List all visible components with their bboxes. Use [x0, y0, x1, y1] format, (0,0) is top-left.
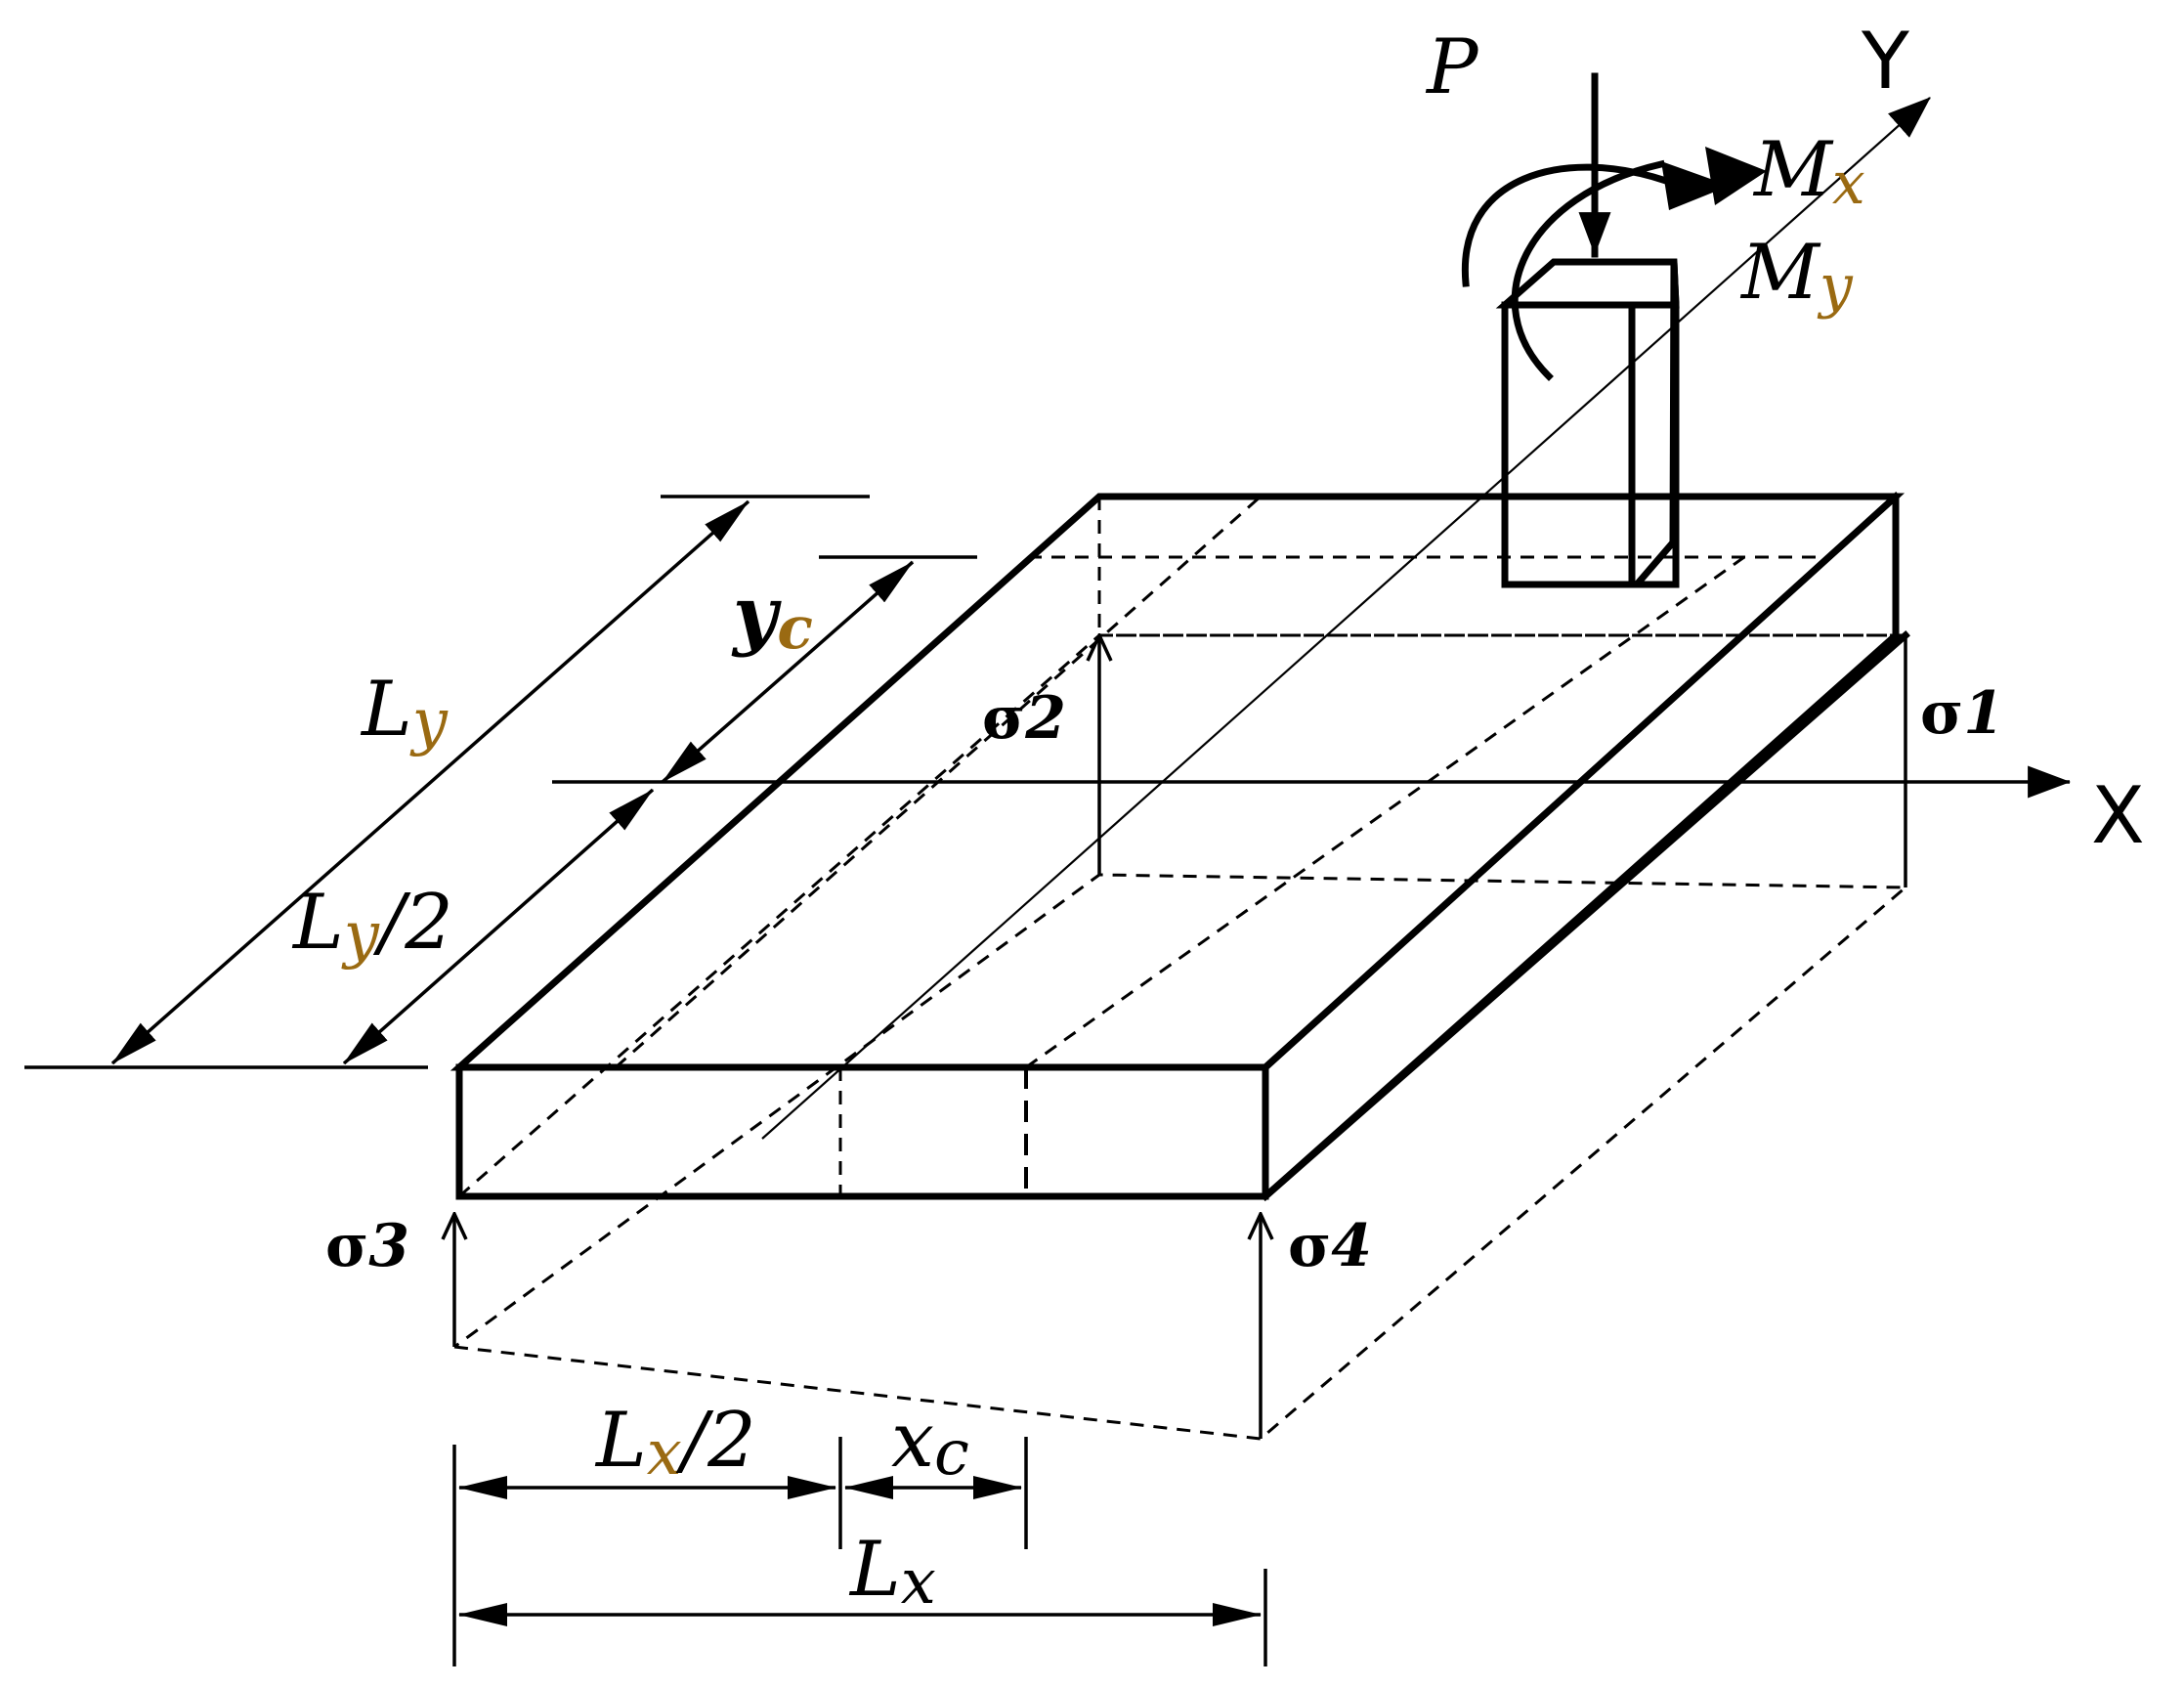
- x-axis-label: X: [2091, 770, 2145, 861]
- sigma-3-label: σ3: [325, 1212, 409, 1280]
- yc-dimension: [661, 560, 915, 784]
- sigma-1-label: σ1: [1920, 679, 2004, 748]
- y-axis: [761, 97, 1931, 1140]
- moment-y-arc: [1461, 163, 1671, 287]
- load-p-label: P: [1425, 23, 1479, 111]
- lx-label: Lx: [848, 1526, 936, 1619]
- yc-label: yc: [731, 570, 813, 663]
- moment-x-head: [1705, 147, 1767, 205]
- slab-front-face: [455, 1063, 1269, 1200]
- moment-x-label: Mx: [1752, 126, 1865, 218]
- slab-right-face: [1261, 493, 1900, 1201]
- stress-distribution: [453, 635, 1909, 1441]
- lx-half-label: Lx/2: [594, 1397, 756, 1490]
- column: [1495, 258, 1680, 588]
- column-side-face: [1629, 261, 1680, 588]
- ly-half-label: Ly/2: [291, 879, 453, 972]
- x-dimensions: Lx/2 xc Lx: [452, 1397, 1267, 1666]
- y-axis-label: Y: [1861, 16, 1910, 107]
- y-dimensions: Ly Ly/2 yc: [24, 495, 977, 1069]
- xc-label: xc: [891, 1397, 969, 1490]
- column-track-line: [1025, 555, 1745, 1069]
- column-top-face: [1495, 258, 1680, 309]
- sigma-labels: σ1 σ2 σ3 σ4: [325, 679, 2004, 1280]
- moment-x-arc: [1511, 159, 1666, 381]
- moment-y-label: My: [1739, 229, 1854, 321]
- moment-y-head: [1661, 161, 1730, 210]
- ly-half-dimension: [342, 788, 655, 1065]
- sigma-2-label: σ2: [982, 684, 1066, 753]
- sigma-4-label: σ4: [1288, 1212, 1372, 1280]
- slab-bottom-edge: [1261, 630, 1910, 1201]
- ly-dimension: [110, 499, 750, 1065]
- slab-hidden-edges: [458, 633, 1896, 1198]
- loads: P Mx My: [1425, 23, 1865, 381]
- stress-plane-outline: [453, 873, 1909, 1441]
- ly-label: Ly: [360, 666, 449, 758]
- coordinate-axes: X Y: [552, 16, 2145, 1140]
